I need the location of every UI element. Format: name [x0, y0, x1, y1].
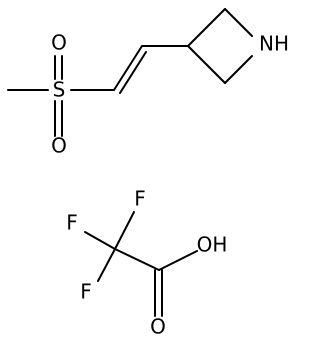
bond-cf3-carboxyl — [114, 248, 160, 271]
bond-cf3-f-bottom — [97, 248, 116, 282]
bond-cf3-f-top — [114, 211, 135, 250]
fluorine-bottom-label: F — [80, 280, 92, 304]
sulfur-label: S — [53, 78, 66, 102]
carbonyl-oxygen-label: O — [150, 315, 166, 339]
bond-vinyl-double-b — [119, 51, 147, 94]
fluorine-left-label: F — [66, 211, 78, 235]
bond-ring-top-n — [224, 8, 253, 37]
nitrogen-label: NH — [259, 32, 289, 56]
structure-canvas: S O O NH F F F OH O — [7, 8, 289, 339]
oxygen-bottom-label: O — [51, 134, 67, 158]
bond-cf3-f-left — [84, 231, 116, 250]
trifluoroacetic-acid-molecule: F F F OH O — [66, 187, 227, 339]
bond-ring-bottom-n — [224, 55, 253, 84]
hydroxyl-label: OH — [197, 233, 228, 257]
chemical-structure-diagram: S O O NH F F F OH O — [7, 8, 289, 339]
bond-ring-left — [187, 45, 226, 84]
oxygen-top-label: O — [51, 31, 67, 55]
bond-vinyl-double-a — [113, 45, 143, 91]
bond-carboxyl-hydroxyl — [158, 250, 198, 271]
fluorine-top-label: F — [134, 187, 146, 211]
bond-ring-top — [187, 8, 226, 47]
azetidine-sulfone-molecule: S O O NH — [7, 8, 289, 158]
